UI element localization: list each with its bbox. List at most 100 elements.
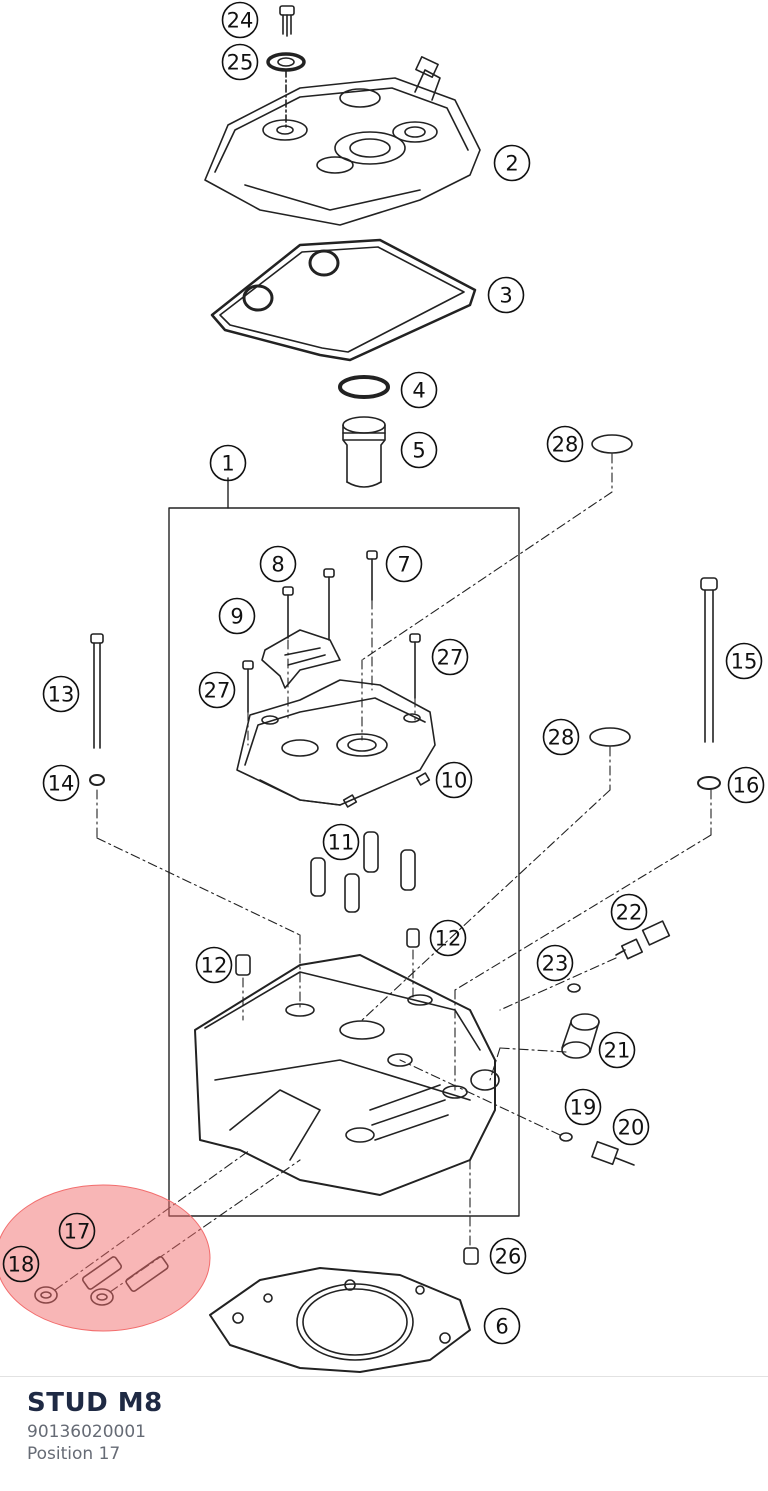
callout-label-11: 11 (328, 831, 355, 855)
callout-circle-27[interactable] (431, 638, 469, 676)
callout-label-12: 12 (201, 954, 228, 978)
callout-label-8: 8 (271, 553, 284, 577)
callout-label-28: 28 (548, 726, 575, 750)
part-28-o-ring-lower[interactable] (589, 727, 631, 747)
callout-circle-10[interactable] (435, 761, 473, 799)
part-3-cover-gasket[interactable] (210, 238, 477, 362)
callout-label-7: 7 (397, 553, 410, 577)
callout-label-27: 27 (437, 646, 464, 670)
callout-label-18: 18 (8, 1253, 35, 1277)
part-2-valve-cover[interactable] (204, 56, 481, 226)
part-name: STUD M8 (27, 1388, 163, 1418)
highlight-selection (0, 1184, 211, 1332)
callout-label-24: 24 (227, 9, 254, 33)
callout-label-27: 27 (204, 679, 231, 703)
callout-circle-24[interactable] (221, 1, 259, 39)
callout-circle-12[interactable] (195, 946, 233, 984)
callout-label-16: 16 (733, 774, 760, 798)
callout-circle-12[interactable] (429, 919, 467, 957)
callout-circle-7[interactable] (385, 545, 423, 583)
callout-label-23: 23 (542, 952, 569, 976)
part-20-sensor[interactable] (591, 1140, 635, 1166)
part-5-sleeve[interactable] (342, 416, 386, 488)
divider (0, 1376, 768, 1377)
callout-label-28: 28 (552, 433, 579, 457)
part-27-bolt-left[interactable] (242, 660, 254, 713)
callout-label-19: 19 (570, 1096, 597, 1120)
callout-circle-17[interactable] (58, 1212, 96, 1250)
callout-label-5: 5 (412, 439, 425, 463)
callout-label-4: 4 (412, 379, 425, 403)
callout-label-20: 20 (618, 1116, 645, 1140)
callout-circle-11[interactable] (322, 823, 360, 861)
part-16-washer[interactable] (697, 776, 721, 790)
callout-circle-18[interactable] (2, 1245, 40, 1283)
callout-circle-25[interactable] (221, 43, 259, 81)
part-12-dowel-right[interactable] (406, 928, 420, 948)
part-26-plug[interactable] (463, 1247, 479, 1265)
part-13-long-bolt[interactable] (90, 633, 104, 749)
callout-label-9: 9 (230, 605, 243, 629)
part-14-washer[interactable] (89, 774, 105, 786)
part-15-long-bolt[interactable] (700, 577, 718, 743)
callout-circle-22[interactable] (610, 893, 648, 931)
callout-circle-15[interactable] (725, 642, 763, 680)
callout-label-2: 2 (505, 152, 518, 176)
part-cylinder-head[interactable] (194, 954, 500, 1196)
callout-label-13: 13 (48, 683, 75, 707)
exploded-parts-diagram: 1234567891011121213141516171819202122232… (0, 1, 765, 1373)
callout-circle-23[interactable] (536, 944, 574, 982)
callout-circle-2[interactable] (493, 144, 531, 182)
callout-circle-5[interactable] (400, 431, 438, 469)
callout-circle-13[interactable] (42, 675, 80, 713)
part-12-dowel-left[interactable] (235, 954, 251, 976)
part-number: 90136020001 (27, 1422, 146, 1442)
part-7-bolt[interactable] (366, 550, 378, 601)
callout-label-17: 17 (64, 1220, 91, 1244)
callout-circle-1[interactable] (209, 444, 247, 482)
callout-label-10: 10 (441, 769, 468, 793)
callout-circle-14[interactable] (42, 764, 80, 802)
part-27-bolt-right[interactable] (409, 633, 421, 699)
part-position: Position 17 (27, 1444, 121, 1464)
callout-circle-6[interactable] (483, 1307, 521, 1345)
callout-label-12: 12 (435, 927, 462, 951)
part-8-bolt[interactable] (282, 568, 335, 641)
part-4-o-ring[interactable] (338, 375, 390, 399)
callout-label-3: 3 (499, 284, 512, 308)
callout-circle-8[interactable] (259, 545, 297, 583)
callout-label-22: 22 (616, 901, 643, 925)
part-6-head-gasket[interactable] (209, 1267, 471, 1373)
callout-label-14: 14 (48, 772, 75, 796)
callout-circle-16[interactable] (727, 766, 765, 804)
part-28-o-ring-upper[interactable] (591, 434, 633, 454)
callout-circle-27[interactable] (198, 671, 236, 709)
callout-label-25: 25 (227, 51, 254, 75)
part-25-seal[interactable] (266, 52, 306, 72)
callout-circle-4[interactable] (400, 371, 438, 409)
part-1-assembly-frame (168, 507, 520, 1217)
callout-labels: 1234567891011121213141516171819202122232… (2, 1, 765, 1345)
callout-circle-28[interactable] (546, 425, 584, 463)
callout-circle-28[interactable] (542, 718, 580, 756)
callout-label-1: 1 (221, 452, 234, 476)
callout-circle-19[interactable] (564, 1088, 602, 1126)
part-9-chain-guide[interactable] (261, 629, 341, 689)
callout-circle-9[interactable] (218, 597, 256, 635)
callout-circle-20[interactable] (612, 1108, 650, 1146)
callout-circle-3[interactable] (487, 276, 525, 314)
part-24-bolt[interactable] (279, 5, 295, 37)
callout-circle-26[interactable] (489, 1237, 527, 1275)
part-19-washer[interactable] (559, 1132, 573, 1142)
part-10-screw[interactable] (342, 772, 431, 808)
callout-label-6: 6 (495, 1315, 508, 1339)
part-23-washer[interactable] (567, 983, 581, 993)
part-22-sensor[interactable] (615, 920, 671, 960)
callout-label-15: 15 (731, 650, 758, 674)
part-21-sleeve[interactable] (561, 1013, 600, 1059)
callout-circle-21[interactable] (598, 1031, 636, 1069)
callout-label-21: 21 (604, 1039, 631, 1063)
part-11-valve-guides[interactable] (310, 831, 416, 913)
part-bearing-bridge[interactable] (236, 679, 436, 806)
callout-label-26: 26 (495, 1245, 522, 1269)
